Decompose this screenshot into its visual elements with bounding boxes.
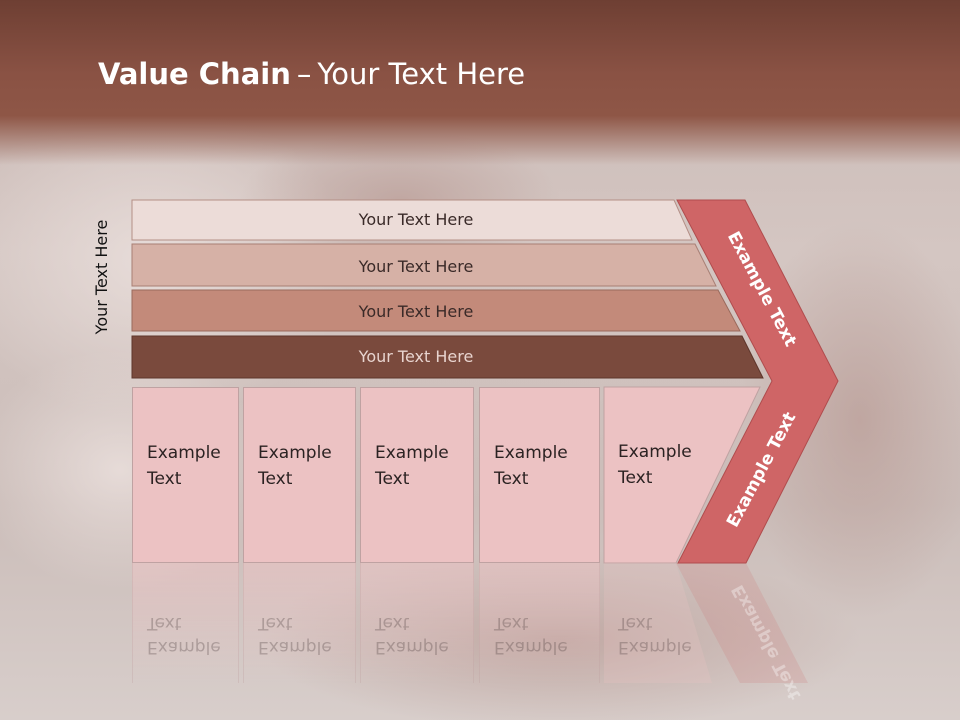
column-1-reflection-text: Example Text xyxy=(147,611,221,659)
column-4-line1: Example xyxy=(494,443,568,463)
column-3-reflection-line1: Example xyxy=(375,637,449,657)
column-1-line2: Text xyxy=(147,469,182,489)
title-band xyxy=(0,0,960,165)
column-5-reflection-line2: Text xyxy=(618,613,653,633)
column-2-reflection-text: Example Text xyxy=(258,611,332,659)
arrow-reflection xyxy=(676,563,808,683)
column-4-reflection: Example Text xyxy=(479,563,600,683)
column-2-reflection: Example Text xyxy=(243,563,356,683)
column-4-line2: Text xyxy=(494,469,529,489)
column-3-line1: Example xyxy=(375,443,449,463)
column-5-reflection-text: Example Text xyxy=(618,611,692,659)
slide-title-rest: Your Text Here xyxy=(317,57,526,91)
column-5-reflection-label: Example Text xyxy=(604,563,704,683)
column-3-reflection-line2: Text xyxy=(375,613,410,633)
band-1-shape xyxy=(131,199,693,241)
column-4-reflection-line2: Text xyxy=(494,613,529,633)
column-5-reflection xyxy=(604,563,712,683)
column-2-line1: Example xyxy=(258,443,332,463)
band-3-shape xyxy=(131,289,741,332)
slide-title-separator: – xyxy=(296,57,312,91)
column-3-line2: Text xyxy=(375,469,410,489)
column-5-reflection-line1: Example xyxy=(618,637,692,657)
band-2-shape xyxy=(131,243,717,287)
column-5-line2: Text xyxy=(618,468,653,488)
column-2-reflection-line1: Example xyxy=(258,637,332,657)
column-1-reflection-line2: Text xyxy=(147,613,182,633)
column-5-shape xyxy=(603,386,761,564)
slide-title: Value Chain–Your Text Here xyxy=(98,56,525,96)
column-2-line2: Text xyxy=(258,469,293,489)
column-3-reflection-text: Example Text xyxy=(375,611,449,659)
column-4-reflection-text: Example Text xyxy=(494,611,568,659)
column-1-line1: Example xyxy=(147,443,221,463)
column-2-reflection-line2: Text xyxy=(258,613,293,633)
column-4-reflection-line1: Example xyxy=(494,637,568,657)
column-3-reflection: Example Text xyxy=(360,563,474,683)
chevron-arrow-shape xyxy=(676,199,839,564)
band-4-shape xyxy=(131,335,764,379)
slide-title-bold: Value Chain xyxy=(98,57,291,91)
column-1-reflection: Example Text xyxy=(132,563,239,683)
column-5-line1: Example xyxy=(618,442,692,462)
column-1-reflection-line1: Example xyxy=(147,637,221,657)
